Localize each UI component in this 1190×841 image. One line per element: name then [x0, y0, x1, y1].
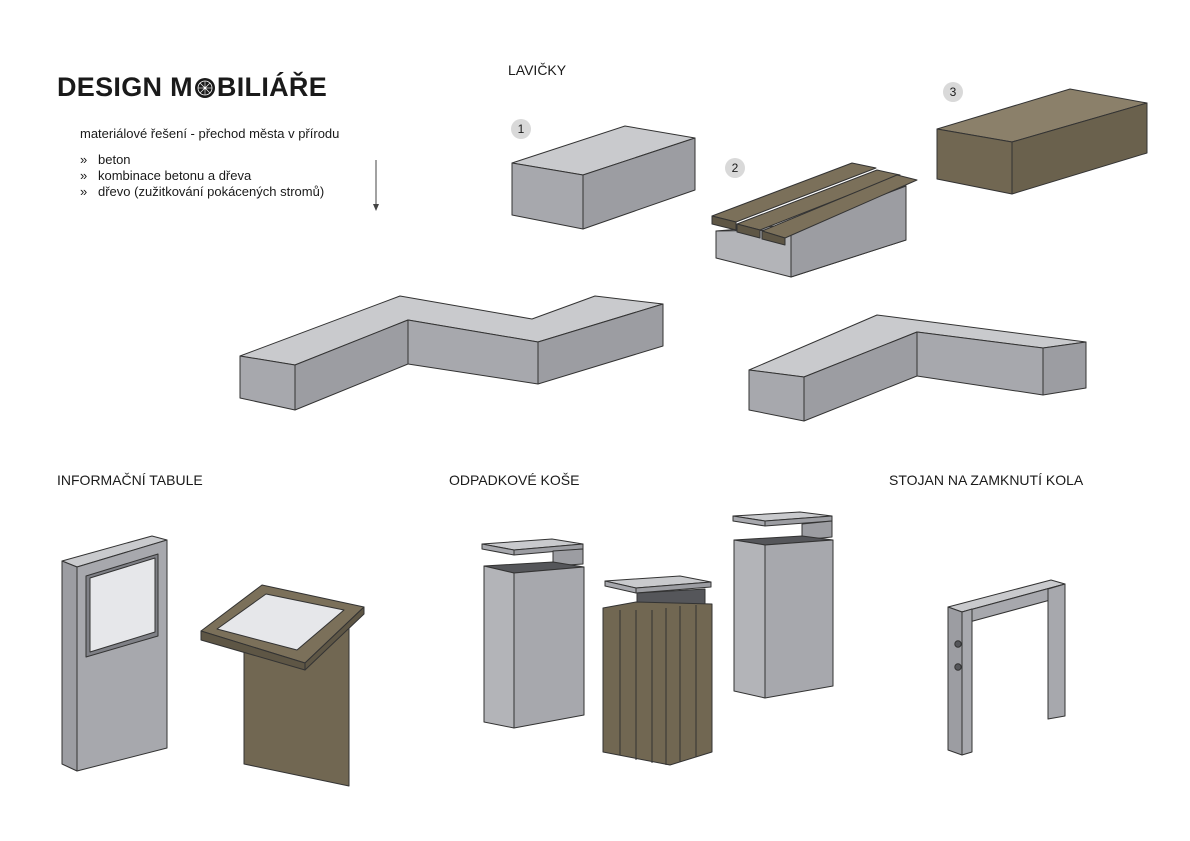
bench-number-badge: 3 — [943, 82, 963, 102]
bike-rack — [947, 579, 1066, 756]
waste-bin-wood — [602, 575, 713, 766]
section-label-info-boards: INFORMAČNÍ TABULE — [57, 472, 203, 488]
bullet-marker: » — [80, 168, 88, 183]
title-end: BILIÁŘE — [216, 72, 328, 102]
list-item: »kombinace betonu a dřeva — [80, 168, 252, 183]
bench-concrete-block — [511, 125, 696, 230]
bullet-marker: » — [80, 184, 88, 199]
bench-wood-block — [936, 88, 1148, 195]
waste-bin-concrete — [481, 538, 585, 729]
bullet-marker: » — [80, 152, 88, 167]
material-subtitle: materiálové řešení - přechod města v pří… — [80, 126, 340, 141]
title-start: DESIGN M — [57, 72, 193, 102]
info-board-upright — [61, 535, 168, 772]
waste-bin-concrete-tall — [732, 511, 834, 699]
bench-zigzag-long — [239, 295, 664, 411]
material-list: »beton »kombinace betonu a dřeva »dřevo … — [80, 152, 324, 200]
page-title: DESIGN M BILIÁŘE — [57, 72, 327, 103]
section-label-bike-rack: STOJAN NA ZAMKNUTÍ KOLA — [889, 472, 1084, 488]
section-label-bins: ODPADKOVÉ KOŠE — [449, 472, 580, 488]
list-item: »dřevo (zužitkování pokácených stromů) — [80, 184, 325, 199]
bench-number-badge: 2 — [725, 158, 745, 178]
bicycle-wheel-icon — [194, 77, 215, 98]
bench-l-shape — [748, 314, 1087, 422]
bench-number-badge: 1 — [511, 119, 531, 139]
section-label-benches: LAVIČKY — [508, 62, 567, 78]
bench-concrete-wood — [711, 162, 918, 278]
list-item: »beton — [80, 152, 131, 167]
info-board-lectern — [200, 584, 365, 787]
